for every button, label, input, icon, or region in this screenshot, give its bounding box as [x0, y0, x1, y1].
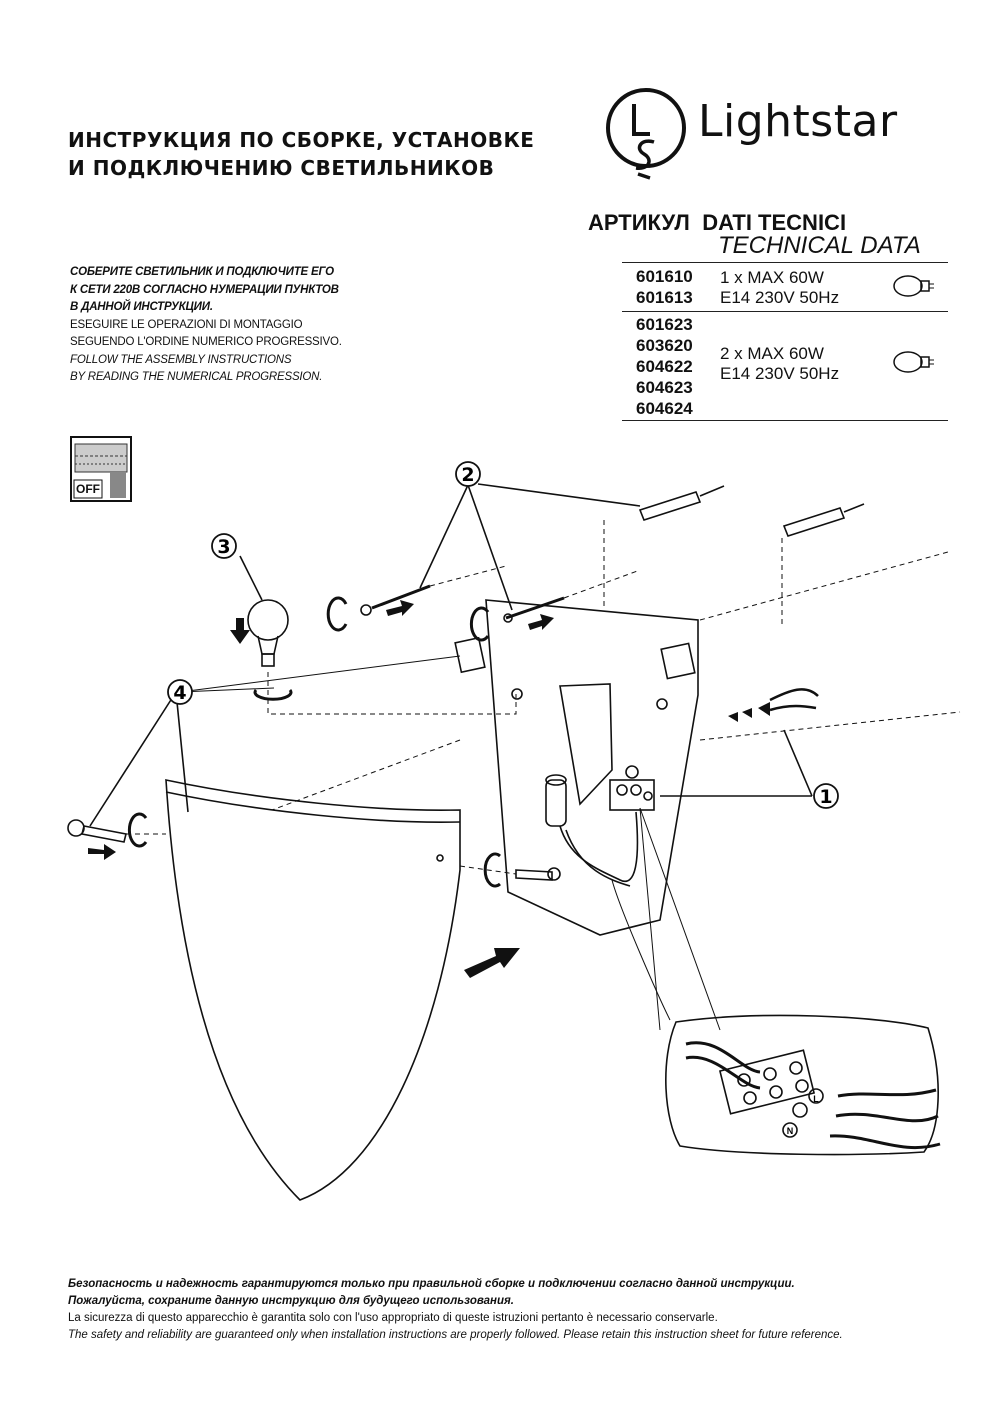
wall-plate [485, 599, 699, 936]
lightstar-logo-icon [606, 88, 686, 180]
step-label-3: 3 [211, 533, 237, 559]
footer-en: The safety and reliability are guarantee… [68, 1329, 843, 1341]
brand-name: Lightstar [698, 96, 898, 147]
lamp-socket [545, 779, 567, 827]
assembly-diagram: 2 3 4 1 L N [67, 461, 961, 1201]
title-line-2: И ПОДКЛЮЧЕНИЮ СВЕТИЛЬНИКОВ [68, 156, 495, 180]
spec-group-2-supply: E14 230V 50Hz [720, 364, 840, 383]
mounting-tab-left [454, 636, 486, 674]
spec-group-2-power: 2 x MAX 60W [720, 344, 824, 363]
bulb-step-3 [247, 599, 289, 667]
terminal-live-label: L [813, 1094, 819, 1104]
step-label-1: 1 [813, 783, 839, 809]
spec-rule-middle [622, 311, 948, 312]
spec-group-1-supply: E14 230V 50Hz [720, 288, 840, 307]
spec-rule-top [622, 262, 948, 263]
spec-group-1-power: 1 x MAX 60W [720, 268, 824, 287]
off-label: OFF [76, 482, 100, 496]
title-line-1: ИНСТРУКЦИЯ ПО СБОРКЕ, УСТАНОВКЕ [68, 128, 535, 152]
spec-group-2-values: 2 x MAX 60W E14 230V 50Hz [720, 344, 839, 384]
circuit-breaker-icon [70, 436, 132, 502]
svg-text:4: 4 [173, 682, 186, 704]
assembly-intro: СОБЕРИТЕ СВЕТИЛЬНИК И ПОДКЛЮЧИТЕ ЕГО К С… [70, 266, 342, 383]
footer-ru-1: Безопасность и надежность гарантируются … [68, 1278, 795, 1290]
step-label-4: 4 [167, 679, 193, 705]
svg-text:1: 1 [819, 786, 832, 808]
spec-header: АРТИКУЛ DATI TECNICI TECHNICAL DATA [588, 210, 948, 260]
spec-group-1-values: 1 x MAX 60W E14 230V 50Hz [720, 268, 839, 308]
safety-footer: Безопасность и надежность гарантируются … [68, 1276, 948, 1344]
svg-text:3: 3 [217, 536, 230, 558]
technical-data-label: TECHNICAL DATA [718, 232, 921, 259]
svg-text:2: 2 [461, 464, 474, 486]
spec-rule-bottom [622, 420, 948, 421]
terminal-block [609, 779, 655, 811]
step-label-2: 2 [455, 461, 481, 487]
dati-tecnici-label: DATI TECNICI [702, 210, 847, 235]
artikul-label: АРТИКУЛ [588, 210, 690, 235]
glass-shade [165, 778, 461, 1201]
bulb-icon [893, 275, 934, 297]
wiring-detail-inset [665, 1014, 939, 1156]
mounting-tab-right [660, 642, 696, 680]
power-off-indicator: OFF [70, 436, 132, 502]
spec-group-2-codes: 601623 603620 604622 604623 604624 [636, 315, 693, 418]
bulb-icon [893, 351, 934, 373]
spec-group-1-codes: 601610 601613 [636, 267, 693, 307]
page-title: ИНСТРУКЦИЯ ПО СБОРКЕ, УСТАНОВКЕ И ПОДКЛЮ… [68, 126, 548, 182]
footer-ru-2: Пожалуйста, сохраните данную инструкцию … [68, 1295, 514, 1307]
terminal-neutral-label: N [787, 1126, 794, 1136]
footer-it: La sicurezza di questo apparecchio è gar… [68, 1312, 718, 1324]
